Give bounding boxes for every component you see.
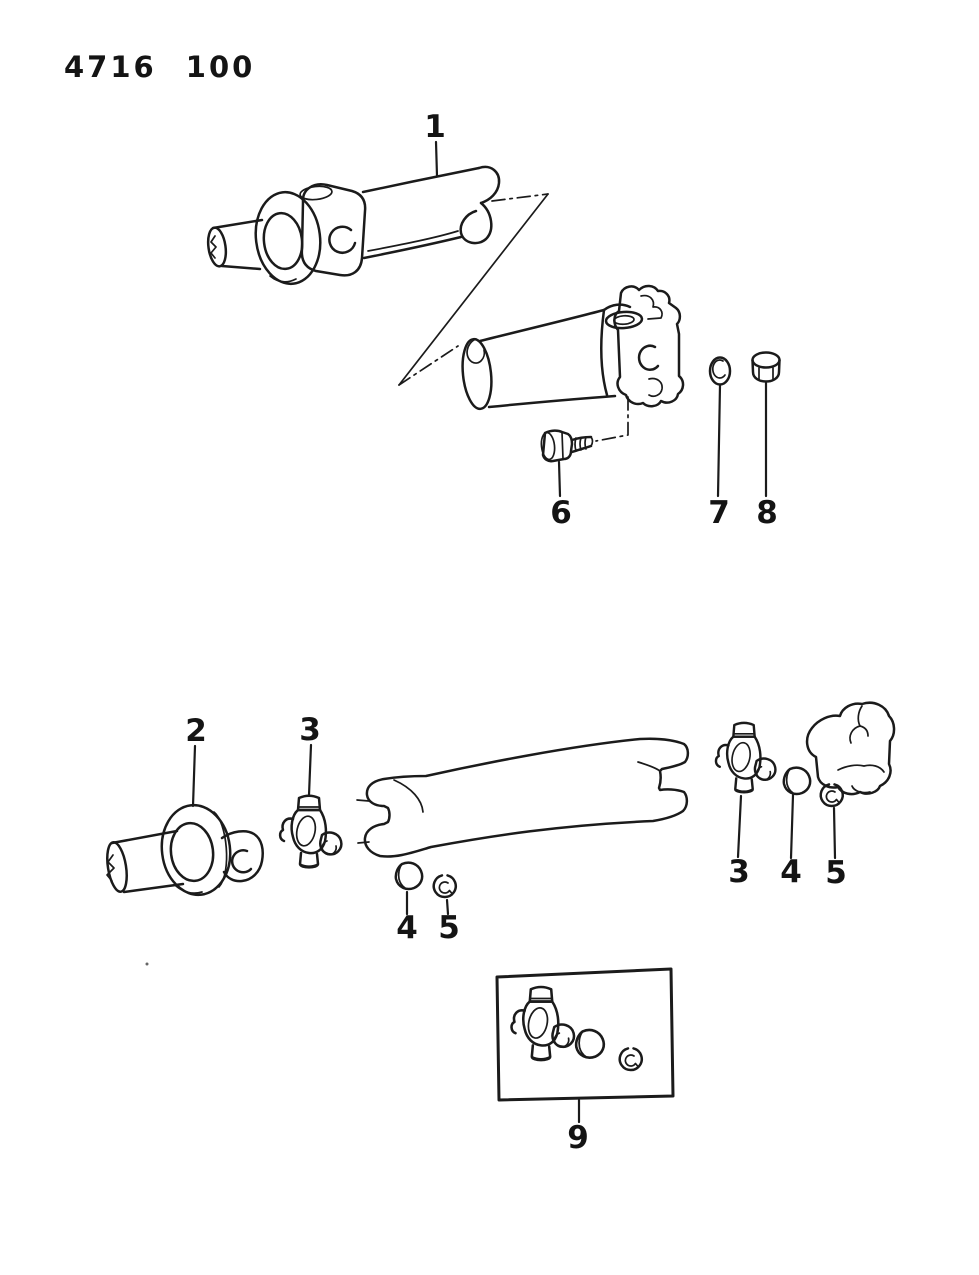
leader-line-3-right [736, 794, 743, 859]
bolt-alignment-line [595, 396, 629, 442]
callout-4-left: 4 [396, 910, 418, 946]
repair-kit-box: 9 [495, 967, 675, 1156]
leader-line-7 [716, 383, 722, 498]
bearing-cap-right-drawing: 4 [780, 766, 812, 890]
leader-line-1 [434, 140, 439, 178]
callout-3-left: 3 [299, 712, 321, 748]
callout-5-left: 5 [438, 910, 460, 946]
callout-6: 6 [550, 495, 572, 531]
bolt-drawing: 6 [540, 429, 594, 531]
callout-9: 9 [567, 1120, 589, 1156]
callout-7: 7 [708, 495, 730, 531]
leader-line-5-right [832, 806, 837, 860]
leader-line-5-left [445, 898, 450, 916]
ujoint-right-drawing: 3 [714, 721, 777, 890]
leader-line-3-left [307, 743, 313, 797]
flange-yoke-right-drawing [805, 701, 896, 796]
leader-line-4-right [789, 793, 795, 860]
sleeve-yoke-drawing [356, 737, 690, 858]
figure-code: 4716 100 [64, 50, 256, 84]
callout-4-right: 4 [780, 854, 802, 890]
leader-line-6 [557, 460, 562, 498]
scan-speck [145, 962, 149, 966]
ujoint-left-drawing: 3 [278, 712, 343, 869]
propeller-shaft-assembly-drawing: 1 [206, 109, 685, 442]
snap-ring-right-drawing: 5 [819, 783, 847, 891]
washer-drawing: 7 [708, 356, 732, 531]
callout-1: 1 [424, 109, 446, 145]
break-lines [398, 193, 549, 386]
callout-3-right: 3 [728, 854, 750, 890]
leader-line-2 [191, 744, 197, 808]
nut-drawing: 8 [751, 351, 781, 531]
center-bearing-drawing: 2 [106, 713, 264, 897]
snap-ring-left-drawing: 5 [432, 874, 460, 946]
callout-8: 8 [756, 495, 778, 531]
callout-2: 2 [185, 713, 207, 749]
bearing-cap-left-drawing: 4 [394, 861, 424, 946]
callout-5-right: 5 [825, 855, 847, 891]
